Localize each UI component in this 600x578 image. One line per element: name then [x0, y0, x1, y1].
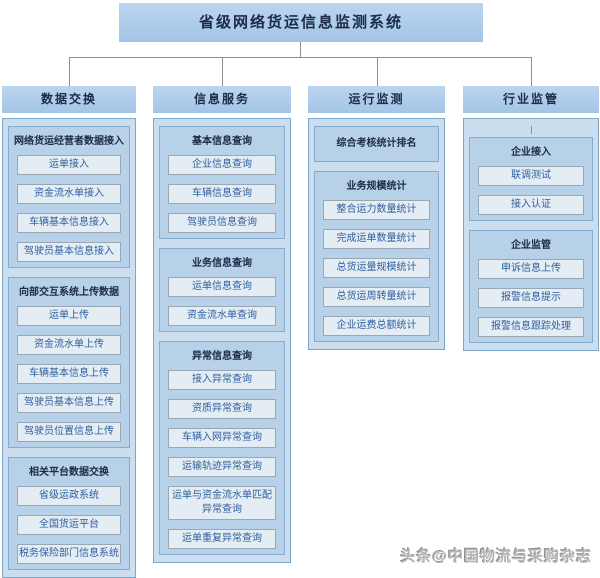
node-box: 资金流水单查询 — [168, 306, 276, 326]
group-heading: 相关平台数据交换 — [29, 467, 109, 478]
node-box: 申诉信息上传 — [478, 259, 584, 279]
node-box: 完成运单数量统计 — [323, 229, 430, 249]
node-box: 省级运政系统 — [17, 486, 121, 506]
node-box: 企业信息查询 — [168, 155, 276, 175]
column-container: 基本信息查询企业信息查询车辆信息查询驾驶员信息查询业务信息查询运单信息查询资金流… — [153, 118, 291, 563]
node-box: 联调测试 — [478, 166, 584, 186]
node-box: 资金流水单接入 — [17, 184, 121, 204]
node-box: 资金流水单上传 — [17, 335, 121, 355]
node-box: 驾驶员信息查询 — [168, 213, 276, 233]
group-box: 网络货运经营者数据接入运单接入资金流水单接入车辆基本信息接入驾驶员基本信息接入 — [8, 126, 130, 268]
group-box: 基本信息查询企业信息查询车辆信息查询驾驶员信息查询 — [159, 126, 285, 239]
connector-column-stub — [530, 126, 532, 134]
node-box: 全国货运平台 — [17, 515, 121, 535]
node-box: 整合运力数量统计 — [323, 200, 430, 220]
org-column-1: 数据交换网络货运经营者数据接入运单接入资金流水单接入车辆基本信息接入驾驶员基本信… — [2, 86, 136, 578]
group-box: 企业接入联调测试接入认证 — [469, 137, 593, 221]
node-box: 运单上传 — [17, 306, 121, 326]
node-box: 接入认证 — [478, 195, 584, 215]
column-header: 运行监测 — [308, 86, 445, 113]
node-box: 运单与资金流水单匹配异常查询 — [168, 486, 276, 520]
node-box: 车辆信息查询 — [168, 184, 276, 204]
node-box: 驾驶员基本信息上传 — [17, 393, 121, 413]
node-box: 车辆入网异常查询 — [168, 428, 276, 448]
connector-title-stub — [300, 42, 301, 57]
group-heading: 网络货运经营者数据接入 — [14, 136, 124, 147]
group-box: 业务信息查询运单信息查询资金流水单查询 — [159, 248, 285, 332]
node-box: 总货运量规模统计 — [323, 258, 430, 278]
node-box: 运单重复异常查询 — [168, 529, 276, 549]
group-heading: 向部交互系统上传数据 — [19, 287, 119, 298]
org-column-2: 信息服务基本信息查询企业信息查询车辆信息查询驾驶员信息查询业务信息查询运单信息查… — [153, 86, 291, 563]
node-box: 驾驶员基本信息接入 — [17, 242, 121, 262]
node-box: 车辆基本信息上传 — [17, 364, 121, 384]
column-header: 行业监管 — [463, 86, 599, 113]
node-box: 报警信息提示 — [478, 288, 584, 308]
node-box: 车辆基本信息接入 — [17, 213, 121, 233]
connector-drop-1 — [69, 57, 70, 86]
watermark: 头条@中国物流与采购杂志 — [400, 548, 592, 565]
node-box: 总货运周转量统计 — [323, 287, 430, 307]
group-box: 综合考核统计排名 — [314, 126, 439, 162]
column-header: 数据交换 — [2, 86, 136, 113]
node-box: 税务保险部门信息系统 — [17, 544, 121, 564]
node-box: 接入异常查询 — [168, 370, 276, 390]
node-box: 运输轨迹异常查询 — [168, 457, 276, 477]
column-header: 信息服务 — [153, 86, 291, 113]
page-title: 省级网络货运信息监测系统 — [119, 3, 483, 42]
org-column-4: 行业监管企业接入联调测试接入认证企业监管申诉信息上传报警信息提示报警信息跟踪处理 — [463, 86, 599, 351]
group-heading: 异常信息查询 — [192, 351, 252, 362]
group-box: 向部交互系统上传数据运单上传资金流水单上传车辆基本信息上传驾驶员基本信息上传驾驶… — [8, 277, 130, 448]
group-heading: 企业接入 — [511, 147, 551, 158]
group-heading: 业务规模统计 — [346, 181, 407, 192]
node-box: 报警信息跟踪处理 — [478, 317, 584, 337]
group-heading: 业务信息查询 — [192, 258, 252, 269]
group-box: 业务规模统计整合运力数量统计完成运单数量统计总货运量规模统计总货运周转量统计企业… — [314, 171, 439, 342]
group-box: 企业监管申诉信息上传报警信息提示报警信息跟踪处理 — [469, 230, 593, 343]
node-box: 运单信息查询 — [168, 277, 276, 297]
column-container: 网络货运经营者数据接入运单接入资金流水单接入车辆基本信息接入驾驶员基本信息接入向… — [2, 118, 136, 578]
node-box: 运单接入 — [17, 155, 121, 175]
column-container: 企业接入联调测试接入认证企业监管申诉信息上传报警信息提示报警信息跟踪处理 — [463, 118, 599, 351]
group-box: 异常信息查询接入异常查询资质异常查询车辆入网异常查询运输轨迹异常查询运单与资金流… — [159, 341, 285, 555]
org-column-3: 运行监测综合考核统计排名业务规模统计整合运力数量统计完成运单数量统计总货运量规模… — [308, 86, 445, 350]
connector-drop-3 — [377, 57, 378, 86]
node-box: 驾驶员位置信息上传 — [17, 422, 121, 442]
column-container: 综合考核统计排名业务规模统计整合运力数量统计完成运单数量统计总货运量规模统计总货… — [308, 118, 445, 350]
node-box: 企业运费总额统计 — [323, 316, 430, 336]
connector-drop-2 — [222, 57, 223, 86]
node-box: 资质异常查询 — [168, 399, 276, 419]
group-heading: 基本信息查询 — [192, 136, 252, 147]
group-box: 相关平台数据交换省级运政系统全国货运平台税务保险部门信息系统 — [8, 457, 130, 570]
connector-drop-4 — [531, 57, 532, 86]
connector-horizontal-bus — [69, 57, 532, 58]
group-heading: 企业监管 — [511, 240, 551, 251]
group-heading: 综合考核统计排名 — [336, 138, 417, 149]
